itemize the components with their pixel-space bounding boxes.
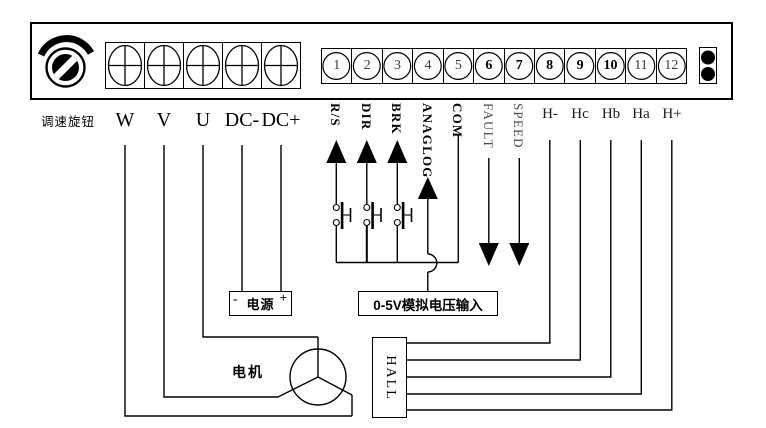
- small-terminal-block: 1 2 3 4 5 6 7 8 9 10 11 12: [321, 48, 687, 84]
- hall-sensor-box: HALL: [372, 337, 407, 418]
- motor-symbol: [277, 337, 353, 416]
- label-com: COM: [450, 103, 465, 139]
- knob-label: 调速旋钮: [40, 115, 95, 129]
- terminal-5: 5: [444, 49, 475, 83]
- label-h-plus: H+: [662, 106, 682, 122]
- switch-rs: [326, 140, 352, 263]
- terminal-4: 4: [413, 49, 444, 83]
- switch-dir: [356, 140, 382, 263]
- label-v: V: [156, 109, 172, 131]
- wire-hb: [407, 140, 612, 378]
- label-h-minus: H-: [542, 106, 558, 122]
- label-brk: BRK: [389, 103, 404, 135]
- switch-brk: [387, 140, 413, 263]
- label-anaglog: ANAGLOG: [420, 103, 435, 179]
- label-u: U: [195, 109, 211, 131]
- analog-input-box: 0-5V模拟电压输入: [358, 291, 498, 316]
- label-dc-plus: DC+: [261, 109, 301, 131]
- label-w: W: [115, 109, 135, 131]
- motor-label: 电机: [232, 364, 264, 380]
- hall-sensor-label: HALL: [382, 354, 398, 401]
- terminal-8: 8: [535, 49, 566, 83]
- power-plus-sign: +: [279, 290, 288, 305]
- terminal-3: 3: [383, 49, 414, 83]
- terminal-2: 2: [352, 49, 383, 83]
- wire-speed: [509, 158, 530, 266]
- terminal-7: 7: [505, 49, 535, 83]
- wire-h-plus: [407, 140, 673, 411]
- terminal-1: 1: [322, 49, 353, 83]
- terminal-12: 12: [664, 58, 679, 73]
- wire-fault: [478, 158, 499, 266]
- wire-v: [163, 145, 278, 398]
- large-terminal-v: [145, 43, 184, 88]
- analog-input-label: 0-5V模拟电压输入: [373, 297, 483, 313]
- large-terminal-dcp: [262, 43, 300, 88]
- led-indicator: [699, 47, 717, 84]
- large-terminal-w: [106, 43, 145, 88]
- terminal-11: 11: [626, 49, 657, 83]
- wire-anaglog: [417, 177, 438, 291]
- label-ha: Ha: [632, 106, 650, 122]
- label-dir: DIR: [359, 103, 374, 131]
- label-fault: FAULT: [481, 103, 496, 149]
- power-supply-label: 电源: [246, 297, 275, 312]
- label-rs: R/S: [328, 103, 343, 127]
- power-minus-sign: -: [233, 291, 239, 306]
- large-terminal-dcm: [223, 43, 262, 88]
- terminal-9: 9: [565, 49, 596, 83]
- large-terminal-block: [105, 42, 301, 89]
- terminal-10: 10: [596, 49, 627, 83]
- wire-ha: [407, 140, 642, 395]
- power-supply-box: - 电源 +: [229, 290, 292, 316]
- label-hb: Hb: [601, 106, 621, 122]
- terminal-6: 6: [474, 49, 505, 83]
- label-dc-minus: DC-: [224, 109, 260, 131]
- large-terminal-u: [184, 43, 223, 88]
- label-speed: SPEED: [511, 103, 526, 149]
- label-hc: Hc: [571, 106, 589, 122]
